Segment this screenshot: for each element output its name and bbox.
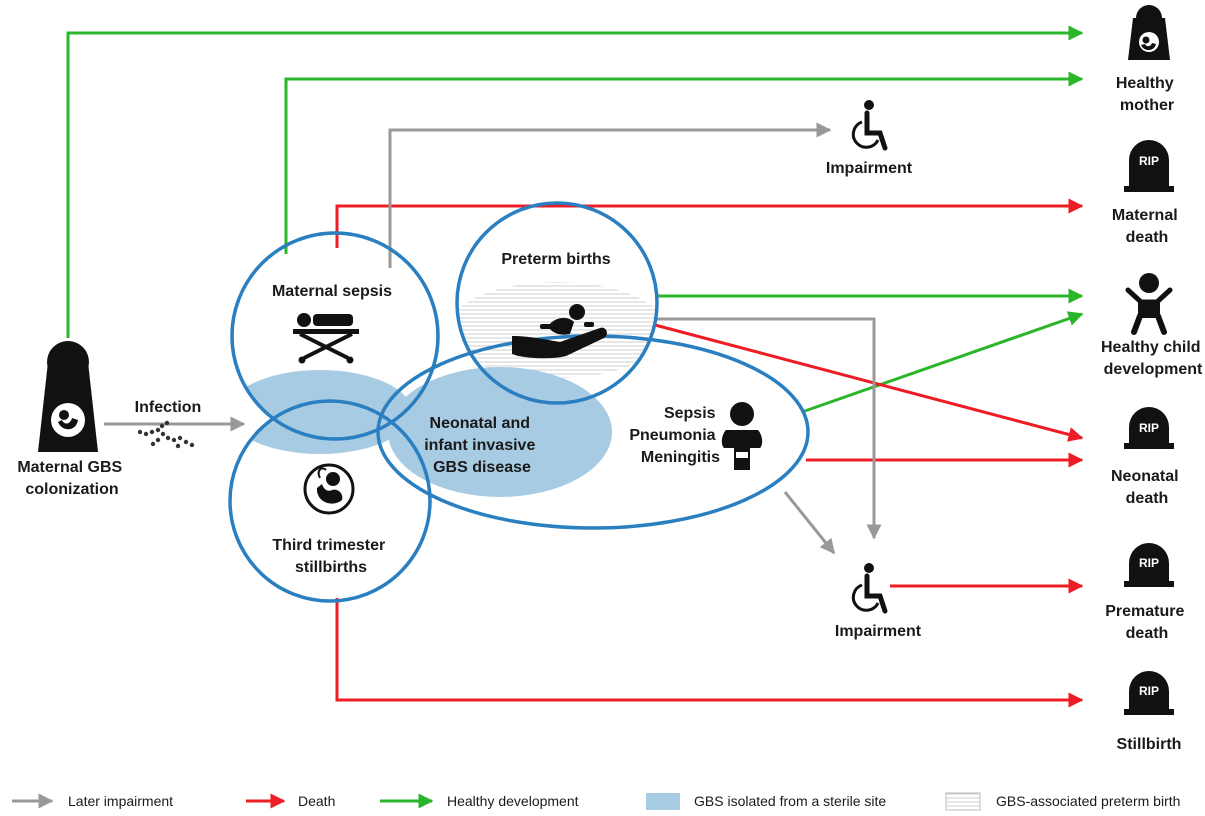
svg-text:RIP: RIP [1139,154,1159,168]
wheelchair-icon [851,563,888,614]
arrow-colonization-to-healthy-mother [66,25,1084,338]
baby-icon [721,402,763,470]
arrow-stillbirths-to-stillbirth [335,598,1084,708]
arrow-sepsis-to-maternal-death [335,198,1084,248]
arrow-infant-to-healthy-child [801,311,1084,414]
premature-death-label: Premature death [1105,603,1189,642]
arrow-infant-to-impairment [783,491,836,555]
maternal-sepsis-circle [230,231,440,441]
tombstone-icon: RIP [1124,543,1174,587]
stretcher-icon [293,313,359,364]
child-icon [1125,273,1173,335]
pregnant-woman-icon [38,341,98,452]
mother-with-baby-icon [1128,5,1170,60]
legend-item-death: Death [246,793,335,809]
svg-text:GBS-associated preterm birth: GBS-associated preterm birth [996,793,1180,809]
wheelchair-icon [851,100,888,151]
legend-item-gbs-sterile: GBS isolated from a sterile site [646,793,886,810]
svg-text:RIP: RIP [1139,684,1159,698]
svg-text:RIP: RIP [1139,556,1159,570]
infection-label: Infection [135,399,202,416]
maternal-death-label: Maternal death [1112,207,1182,246]
impairment-arrows [104,122,882,555]
maternal-sepsis-label: Maternal sepsis [272,283,392,300]
svg-text:RIP: RIP [1139,421,1159,435]
impairment-top-label: Impairment [826,160,913,177]
arrow-preterm-to-neonatal-death [654,323,1084,442]
gbs-sterile-site-region [230,367,612,497]
arrow-sepsis-to-impairment [388,122,832,268]
legend-item-impairment: Later impairment [12,793,173,809]
svg-text:Later impairment: Later impairment [68,793,173,809]
healthy-mother-label: Healthy mother [1116,75,1178,114]
legend-item-gbs-preterm: GBS-associated preterm birth [945,792,1180,811]
source-label: Maternal GBS colonization [17,459,126,498]
condition-outlines [228,201,810,603]
neonatal-death-label: Neonatal death [1111,468,1183,507]
arrow-sepsis-to-healthy-mother [284,71,1084,254]
healthy-child-label: Healthy child development [1101,339,1205,378]
stillbirth-label: Stillbirth [1117,736,1182,753]
tombstone-icon: RIP [1124,671,1174,715]
fetus-icon [303,463,355,515]
svg-text:Healthy development: Healthy development [447,793,579,809]
healthy-arrows [66,25,1084,414]
legend: Later impairment Death Healthy developme… [12,792,1180,811]
preterm-births-circle [455,201,659,405]
neonatal-disease-label: Neonatal and infant invasive GBS disease [424,415,540,476]
stillbirths-circle [228,399,432,603]
baby-in-hand-icon [512,304,607,359]
stillbirths-label: Third trimester stillbirths [272,537,389,576]
infant-conditions-label: Sepsis Pneumonia Meningitis [629,405,720,466]
tombstone-icon: RIP [1124,140,1174,192]
legend-item-healthy: Healthy development [380,793,579,809]
preterm-births-label: Preterm births [501,251,610,268]
svg-text:Death: Death [298,793,335,809]
impairment-bottom-label: Impairment [835,623,922,640]
arrow-preterm-to-impairment [655,317,882,540]
svg-text:GBS isolated from a sterile si: GBS isolated from a sterile site [694,793,886,809]
tombstone-icon: RIP [1124,407,1174,449]
bacteria-chain-icon [137,420,195,449]
